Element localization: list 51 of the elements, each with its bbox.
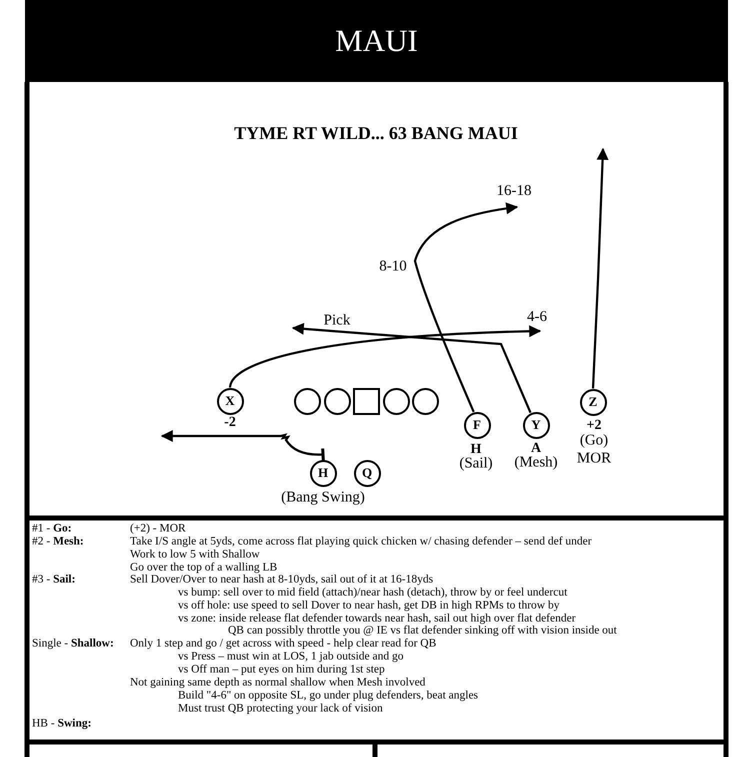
lineman-circle (412, 388, 438, 414)
position-heading: HB - Swing: (32, 718, 92, 730)
position-label: A (530, 442, 542, 456)
position-label: (Bang Swing) (281, 490, 365, 506)
coaching-note: Build "4-6" on opposite SL, go under plug defenders, beat angles (178, 690, 478, 702)
position-heading: #1 - Go: (32, 523, 72, 535)
player-circle: X (216, 388, 244, 414)
coaching-note: Take I/S angle at 5yds, come across flat playing quick chicken w/ chasing defender – send def under (130, 536, 592, 548)
lineman-circle (382, 388, 410, 414)
route-depth-label: 8-10 (379, 260, 407, 274)
coaching-note: vs Off man – put eyes on him during 1st step (178, 664, 385, 676)
position-heading: #3 - Sail: (32, 574, 76, 586)
page-title: MAUI (335, 23, 418, 59)
route-depth-label: Pick (324, 314, 350, 328)
coaching-note: Must trust QB protecting your lack of vision (178, 703, 383, 715)
player-circle: F (464, 412, 490, 438)
coaching-note: Go over the top of a walling LB (130, 562, 278, 574)
position-label: (Mesh) (514, 456, 558, 470)
coaching-note: vs off hole: use speed to sell Dover to near hash, get DB in high RPMs to throw by (178, 600, 560, 612)
coaching-note: Not gaining same depth as normal shallow when Mesh involved (130, 677, 426, 689)
lineman-circle (294, 388, 320, 414)
route-arrow (160, 430, 325, 462)
position-heading: Single - Shallow: (32, 638, 114, 650)
coaching-note: QB can possibly throttle you @ IE vs flat defender sinking off with vision inside out (228, 625, 617, 637)
coaching-note: vs zone: inside release flat defender towards near hash, sail out high over flat defender (178, 613, 576, 625)
coaching-note: vs bump: sell over to mid field (attach)/near hash (detach), throw by or feel undercut (178, 587, 568, 599)
position-heading: #2 - Mesh: (32, 536, 84, 548)
coaching-note: Only 1 step and go / get across with speed - help clear read for QB (130, 638, 436, 650)
position-label: H (470, 443, 482, 457)
player-circle: Q (354, 460, 380, 486)
center-square (352, 388, 380, 414)
route-arrow (592, 148, 609, 389)
position-label: -2 (224, 416, 236, 430)
coaching-note: vs Press – must win at LOS, 1 jab outside and go (178, 651, 404, 663)
coaching-note: Work to low 5 with Shallow (130, 549, 260, 561)
position-label: +2 (586, 419, 602, 433)
player-circle: Y (522, 412, 550, 438)
player-circle: H (310, 460, 336, 486)
route-depth-label: 4-6 (522, 310, 552, 331)
route-arrow (228, 325, 542, 388)
lineman-circle (324, 388, 350, 414)
route-arrow (414, 202, 518, 412)
position-label: (Sail) (459, 456, 493, 472)
route-depth-label: 16-18 (494, 184, 534, 207)
player-circle: Z (580, 388, 606, 416)
coaching-note: Sell Dover/Over to near hash at 8-10yds, sail out of it at 16-18yds (130, 574, 434, 586)
play-name: TYME RT WILD... 63 BANG MAUI (234, 124, 518, 142)
route-arrow (292, 322, 532, 414)
coaching-note: (+2) - MOR (130, 523, 186, 535)
position-label: (Go) (580, 434, 608, 448)
position-label: MOR (576, 452, 612, 466)
